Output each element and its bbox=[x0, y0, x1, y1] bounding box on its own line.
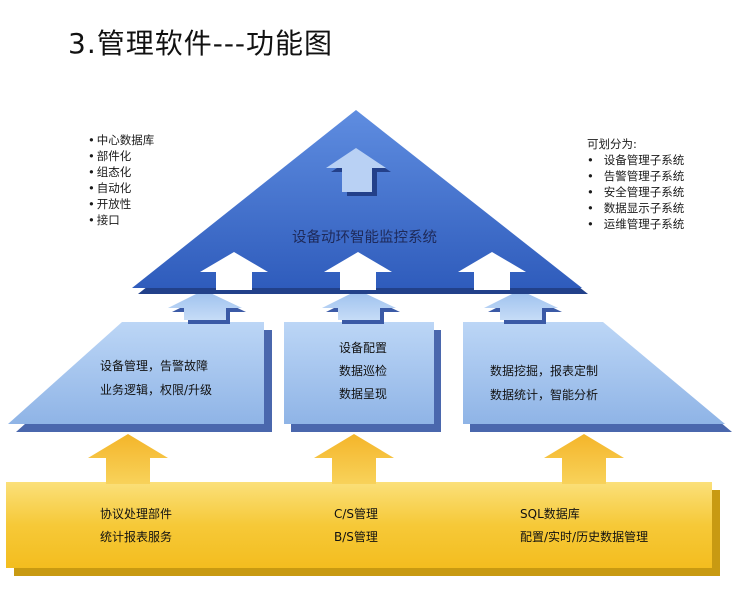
middle-right-line-2: 数据统计，智能分析 bbox=[490, 388, 599, 402]
feature-item: 中心数据库 bbox=[88, 132, 155, 148]
bottom-layer bbox=[6, 482, 720, 576]
feature-item: 部件化 bbox=[88, 148, 154, 164]
mid-arrow-left bbox=[168, 290, 246, 324]
bottom-right-line-1: SQL数据库 bbox=[520, 507, 580, 521]
mid-arrow-right bbox=[484, 290, 562, 324]
top-up-arrow bbox=[326, 148, 391, 196]
bottom-arrow-left bbox=[88, 434, 168, 484]
feature-item: 自动化 bbox=[88, 180, 154, 196]
subsystem-item: 数据显示子系统 bbox=[587, 200, 685, 216]
middle-center-line-3: 数据呈现 bbox=[339, 387, 388, 401]
bottom-center-line-2: B/S管理 bbox=[334, 530, 378, 544]
feature-item: 开放性 bbox=[88, 196, 154, 212]
top-system-label: 设备动环智能监控系统 bbox=[292, 230, 437, 246]
subsystem-item: 安全管理子系统 bbox=[587, 184, 685, 200]
notch-arrow-left bbox=[200, 252, 268, 290]
bottom-center-line-1: C/S管理 bbox=[334, 507, 379, 521]
subsystem-item: 运维管理子系统 bbox=[587, 216, 685, 232]
middle-left-line-1: 设备管理，告警故障 bbox=[100, 359, 209, 373]
middle-center-line-2: 数据巡检 bbox=[339, 364, 388, 378]
middle-center-panel bbox=[284, 322, 441, 432]
notch-arrow-right bbox=[458, 252, 526, 290]
bottom-left-line-1: 协议处理部件 bbox=[100, 507, 173, 521]
subsystem-heading: 可划分为: bbox=[587, 137, 637, 151]
middle-center-line-1: 设备配置 bbox=[339, 341, 388, 355]
bottom-left-line-2: 统计报表服务 bbox=[100, 530, 173, 544]
middle-right-line-1: 数据挖掘，报表定制 bbox=[490, 364, 599, 378]
bottom-arrow-center bbox=[314, 434, 394, 484]
page-title: 3.管理软件---功能图 bbox=[68, 27, 334, 60]
feature-list-left: 中心数据库 部件化 组态化 自动化 开放性 接口 bbox=[88, 132, 155, 228]
feature-item: 接口 bbox=[88, 212, 154, 228]
notch-arrow-center bbox=[324, 252, 392, 290]
mid-arrow-center bbox=[322, 290, 400, 324]
bottom-layer-panel bbox=[6, 482, 712, 568]
subsystem-item: 设备管理子系统 bbox=[587, 152, 685, 168]
middle-right-panel bbox=[463, 322, 732, 432]
subsystem-list: 设备管理子系统 告警管理子系统 安全管理子系统 数据显示子系统 运维管理子系统 bbox=[587, 152, 685, 232]
feature-item: 组态化 bbox=[88, 164, 154, 180]
middle-left-line-2: 业务逻辑，权限/升级 bbox=[100, 383, 213, 397]
bottom-arrow-right bbox=[544, 434, 624, 484]
middle-left-panel bbox=[8, 322, 272, 432]
top-triangle bbox=[132, 110, 588, 294]
subsystem-item: 告警管理子系统 bbox=[587, 168, 685, 184]
bottom-right-line-2: 配置/实时/历史数据管理 bbox=[520, 530, 649, 544]
